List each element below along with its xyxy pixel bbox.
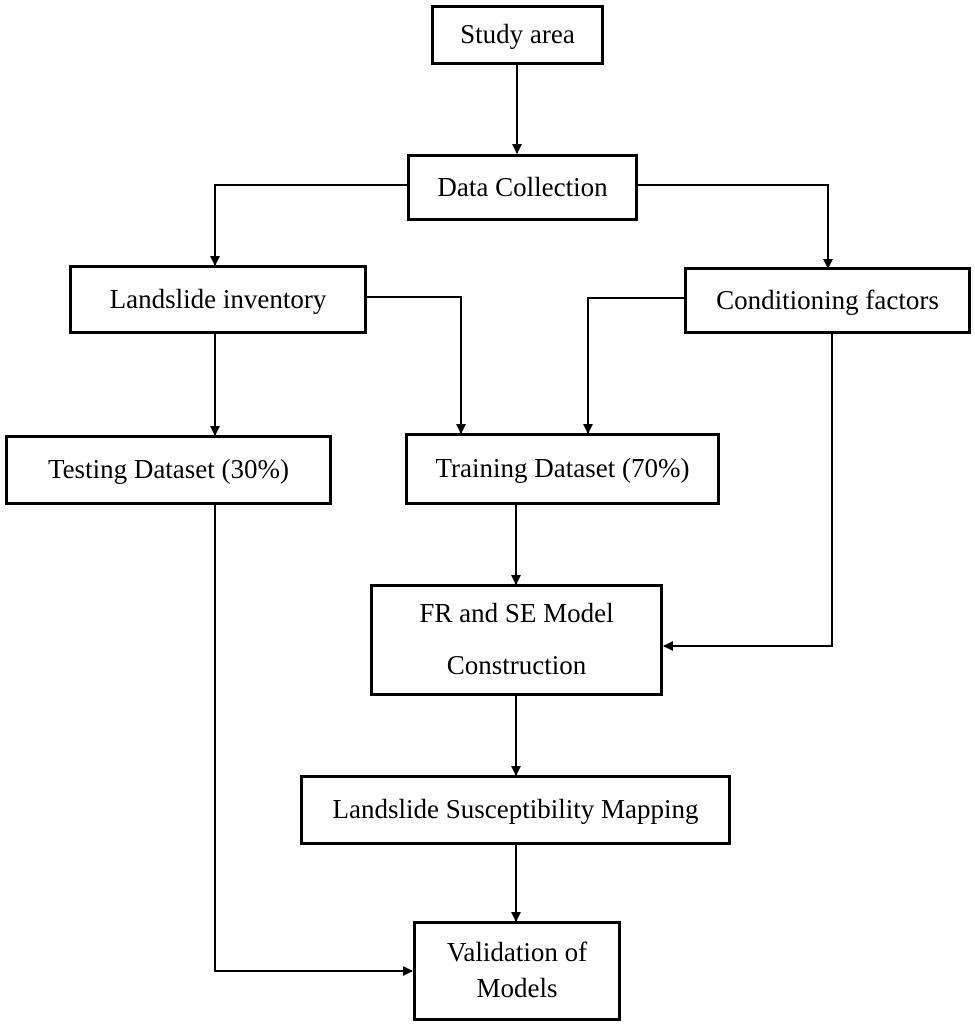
node-training-dataset: Training Dataset (70%) [405,433,720,505]
node-data-collection: Data Collection [407,154,638,221]
node-testing-dataset-label: Testing Dataset (30%) [47,454,290,485]
node-validation-line2: Models [476,973,558,1003]
node-validation: Validation of Models [413,921,621,1021]
node-landslide-inventory: Landslide inventory [69,265,367,334]
node-model-construction-line1: FR and SE Model [419,598,614,629]
node-validation-line1: Validation of [446,937,588,968]
edge-factors-to-training [583,297,684,434]
node-landslide-inventory-label: Landslide inventory [109,283,327,314]
node-study-area: Study area [431,5,604,65]
node-testing-dataset: Testing Dataset (30%) [5,435,332,505]
node-study-area-label: Study area [460,19,575,50]
edge-data-to-inventory [210,184,408,266]
node-data-collection-label: Data Collection [437,171,608,202]
node-conditioning-factors: Conditioning factors [684,267,971,334]
node-susceptibility-mapping-label: Landslide Susceptibility Mapping [332,794,699,825]
edge-inventory-to-training [366,296,466,434]
edge-factors-to-model [663,333,833,651]
edge-testing-to-validation [214,505,413,976]
node-training-dataset-label: Training Dataset (70%) [435,453,690,484]
node-model-construction: FR and SE Model Construction [370,584,663,696]
node-model-construction-line2: Construction [446,650,587,680]
edge-data-to-factors [638,184,833,269]
node-conditioning-factors-label: Conditioning factors [716,284,939,315]
node-susceptibility-mapping: Landslide Susceptibility Mapping [300,775,731,845]
